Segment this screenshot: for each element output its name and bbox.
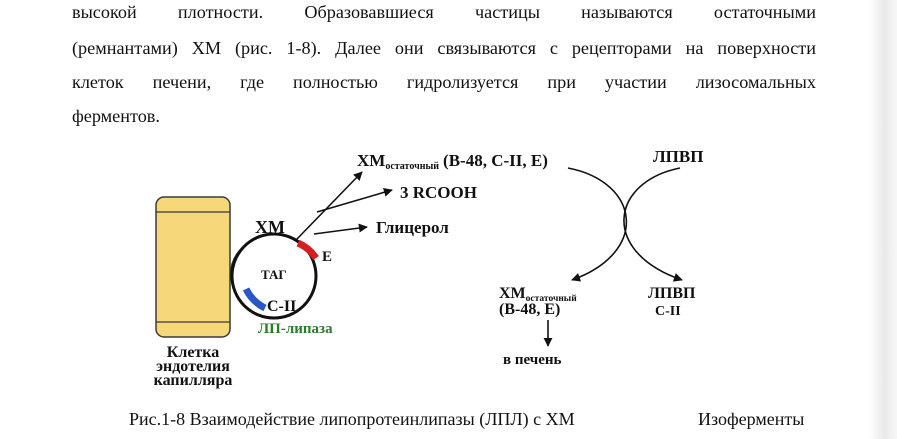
label-tag: ТАГ (261, 267, 287, 282)
text-line-3: клеток печени, где полностью гидролизует… (72, 72, 816, 92)
exchange-arrow-right (623, 167, 683, 282)
label-lp-lipase: ЛП-липаза (258, 321, 333, 337)
text-line-1: высокой плотности. Образовавшиеся частиц… (72, 2, 816, 22)
label-rcooh: 3 RCOOH (400, 183, 477, 202)
label-cell-line-3: капилляра (154, 372, 233, 389)
label-hm-remnant-top: ХМостаточный(В-48, С-II, Е) (357, 151, 548, 172)
page-edge-shadow (869, 0, 897, 439)
label-hm-remnant-bottom-apo: (В-48, Е) (499, 301, 560, 318)
label-hm-remnant-bottom: ХМостаточный (499, 285, 577, 304)
text-line-2: (ремнантами) ХМ (рис. 1-8). Далее они св… (72, 38, 816, 58)
endothelial-cell (155, 196, 231, 338)
apo-c2-segment (242, 287, 267, 312)
arrow-to-remnant (295, 171, 363, 241)
label-glycerol: Глицерол (376, 218, 449, 237)
label-cell-line-1: Клетка (167, 344, 220, 361)
exchange-arrow-left (567, 167, 628, 282)
label-to-liver: в печень (503, 352, 562, 368)
arrow-to-rcooh (316, 187, 393, 213)
label-apo-c2: С-II (267, 298, 296, 315)
text-line-4: ферментов. (72, 106, 160, 126)
apo-e-segment (296, 239, 319, 261)
label-hm: ХМ (255, 217, 285, 237)
label-lpvp-bottom: ЛПВП (648, 285, 696, 302)
figure-caption: Рис.1-8 Взаимодействие липопротеинлипазы… (129, 409, 804, 430)
label-lpvp-top: ЛПВП (653, 147, 703, 166)
caption-continuation: Изоферменты (698, 409, 805, 429)
label-cell-line-2: эндотелия (156, 358, 230, 375)
arrow-to-glycerol (313, 223, 368, 235)
caption-text: Рис.1-8 Взаимодействие липопротеинлипазы… (129, 409, 575, 429)
label-lpvp-bottom-c2: С-II (655, 304, 681, 319)
label-apo-e: Е (322, 249, 332, 265)
